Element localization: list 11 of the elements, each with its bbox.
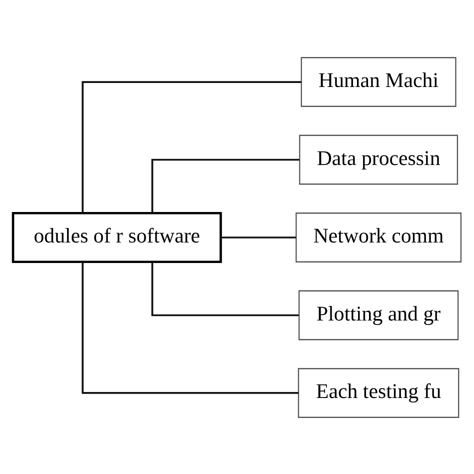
connector — [221, 236, 296, 238]
node-box: Data processin — [299, 134, 458, 184]
connector — [151, 262, 299, 316]
node-box: odules of r software — [12, 211, 222, 263]
connector — [151, 158, 300, 212]
node-box: Each testing fu — [298, 368, 460, 418]
connector — [82, 262, 298, 394]
node-box: Human Machi — [300, 56, 456, 106]
connector — [82, 80, 302, 212]
node-box: Network comm — [296, 212, 462, 262]
node-box: Plotting and gr — [298, 290, 459, 340]
